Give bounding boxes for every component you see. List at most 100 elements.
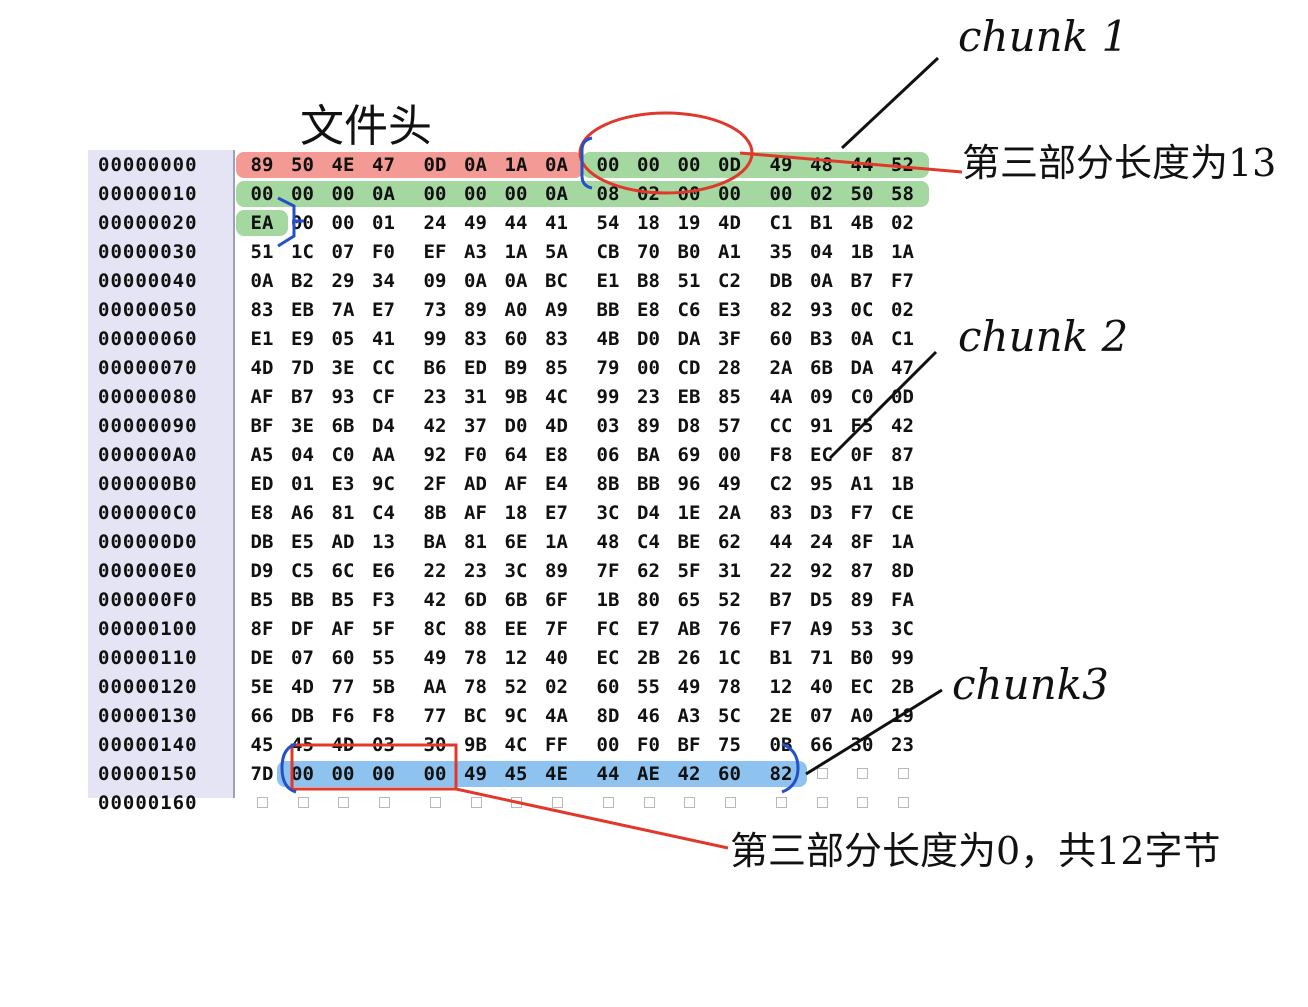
hex-byte[interactable]: F6 [331,705,355,727]
hex-byte[interactable]: DE [250,647,274,669]
hex-byte[interactable]: 62 [718,531,741,553]
hex-byte[interactable]: 28 [718,357,741,379]
hex-byte[interactable]: DA [677,328,701,350]
hex-byte[interactable]: C0 [331,444,355,466]
hex-byte[interactable]: CE [891,502,914,524]
hex-byte[interactable]: C6 [677,299,701,321]
hex-byte[interactable]: 4E [331,154,355,176]
hex-byte[interactable]: 52 [718,589,741,611]
hex-byte[interactable]: 1A [504,241,528,263]
hex-byte[interactable]: EC [850,676,874,698]
hex-byte[interactable]: AA [372,444,395,466]
hex-byte[interactable]: FC [596,618,620,640]
hex-byte[interactable]: 60 [718,763,741,785]
hex-byte[interactable]: 54 [596,212,620,234]
hex-byte[interactable]: 99 [596,386,620,408]
hex-byte[interactable]: 87 [891,444,914,466]
hex-byte[interactable]: 50 [850,183,874,205]
hex-byte[interactable]: 6D [464,589,487,611]
hex-byte[interactable]: C4 [372,502,395,524]
hex-byte[interactable]: 26 [677,647,701,669]
hex-byte[interactable]: 89 [637,415,660,437]
hex-byte[interactable]: 00 [596,734,620,756]
hex-byte[interactable]: 00 [250,183,274,205]
hex-byte[interactable]: 41 [372,328,395,350]
hex-byte[interactable]: 01 [372,212,395,234]
hex-byte[interactable]: 79 [596,357,620,379]
hex-byte[interactable]: 60 [769,328,793,350]
hex-byte[interactable]: A0 [504,299,528,321]
hex-byte[interactable]: C1 [769,212,793,234]
hex-byte[interactable]: 0A [464,270,487,292]
hex-byte[interactable]: 1E [677,502,701,524]
hex-byte[interactable]: E9 [291,328,314,350]
hex-byte[interactable]: 00 [291,183,314,205]
hex-byte[interactable]: A9 [545,299,568,321]
hex-byte[interactable]: 19 [677,212,701,234]
hex-byte[interactable]: 42 [423,415,447,437]
hex-byte[interactable]: BF [677,734,701,756]
hex-byte[interactable]: 0A [372,183,395,205]
hex-byte[interactable]: 49 [769,154,793,176]
hex-byte[interactable]: 44 [504,212,528,234]
hex-byte[interactable]: BA [423,531,447,553]
hex-byte[interactable]: 07 [331,241,355,263]
hex-byte[interactable]: 1A [504,154,528,176]
hex-byte[interactable]: BA [637,444,660,466]
hex-byte[interactable]: A5 [250,444,274,466]
hex-byte[interactable]: 85 [545,357,568,379]
hex-byte[interactable]: 0A [464,154,487,176]
hex-byte[interactable]: FF [545,734,568,756]
hex-byte[interactable]: EA [250,212,274,234]
hex-byte[interactable]: 0D [423,154,447,176]
hex-byte[interactable]: 00 [423,183,447,205]
hex-byte[interactable]: B1 [810,212,833,234]
hex-byte[interactable]: 12 [504,647,528,669]
hex-byte[interactable]: 3E [291,415,314,437]
hex-byte[interactable]: B6 [423,357,447,379]
hex-byte[interactable]: C0 [850,386,874,408]
hex-byte[interactable]: 00 [331,212,355,234]
hex-byte[interactable]: F7 [891,270,914,292]
hex-byte[interactable]: 64 [504,444,528,466]
hex-byte[interactable]: E8 [637,299,660,321]
hex-byte[interactable]: A0 [850,705,874,727]
hex-byte[interactable]: 2E [769,705,793,727]
hex-byte[interactable]: 24 [423,212,447,234]
hex-byte[interactable]: 6B [810,357,833,379]
hex-byte[interactable]: 2A [769,357,793,379]
hex-byte[interactable]: 2A [718,502,741,524]
hex-byte[interactable]: DB [250,531,274,553]
hex-byte[interactable]: 49 [677,676,701,698]
hex-byte[interactable]: 69 [677,444,701,466]
hex-byte[interactable]: 49 [464,212,487,234]
hex-byte[interactable]: EB [291,299,314,321]
hex-byte[interactable]: E8 [545,444,568,466]
hex-byte[interactable]: A3 [677,705,701,727]
hex-byte[interactable]: D0 [637,328,660,350]
hex-byte[interactable]: 06 [596,444,620,466]
hex-byte[interactable]: 29 [331,270,355,292]
hex-byte[interactable]: 12 [769,676,793,698]
hex-byte[interactable]: D0 [504,415,528,437]
hex-byte[interactable]: 93 [810,299,833,321]
hex-byte[interactable]: 51 [677,270,701,292]
hex-byte[interactable]: B7 [769,589,793,611]
hex-byte[interactable]: 4A [545,705,568,727]
hex-byte[interactable]: 1B [891,473,914,495]
hex-byte[interactable]: 44 [769,531,793,553]
hex-byte[interactable]: 09 [810,386,833,408]
hex-byte[interactable]: 1A [891,531,914,553]
hex-byte[interactable]: B0 [677,241,701,263]
hex-byte[interactable]: 02 [810,183,833,205]
hex-byte[interactable]: B5 [250,589,274,611]
hex-byte[interactable]: 0C [850,299,874,321]
hex-byte[interactable]: 18 [504,502,528,524]
hex-byte[interactable]: 1A [545,531,568,553]
hex-byte[interactable]: F8 [372,705,395,727]
hex-byte[interactable]: 5B [372,676,395,698]
hex-byte[interactable]: 7F [596,560,620,582]
hex-byte[interactable]: BC [464,705,487,727]
hex-byte[interactable]: 00 [637,357,660,379]
hex-byte[interactable]: 58 [891,183,914,205]
